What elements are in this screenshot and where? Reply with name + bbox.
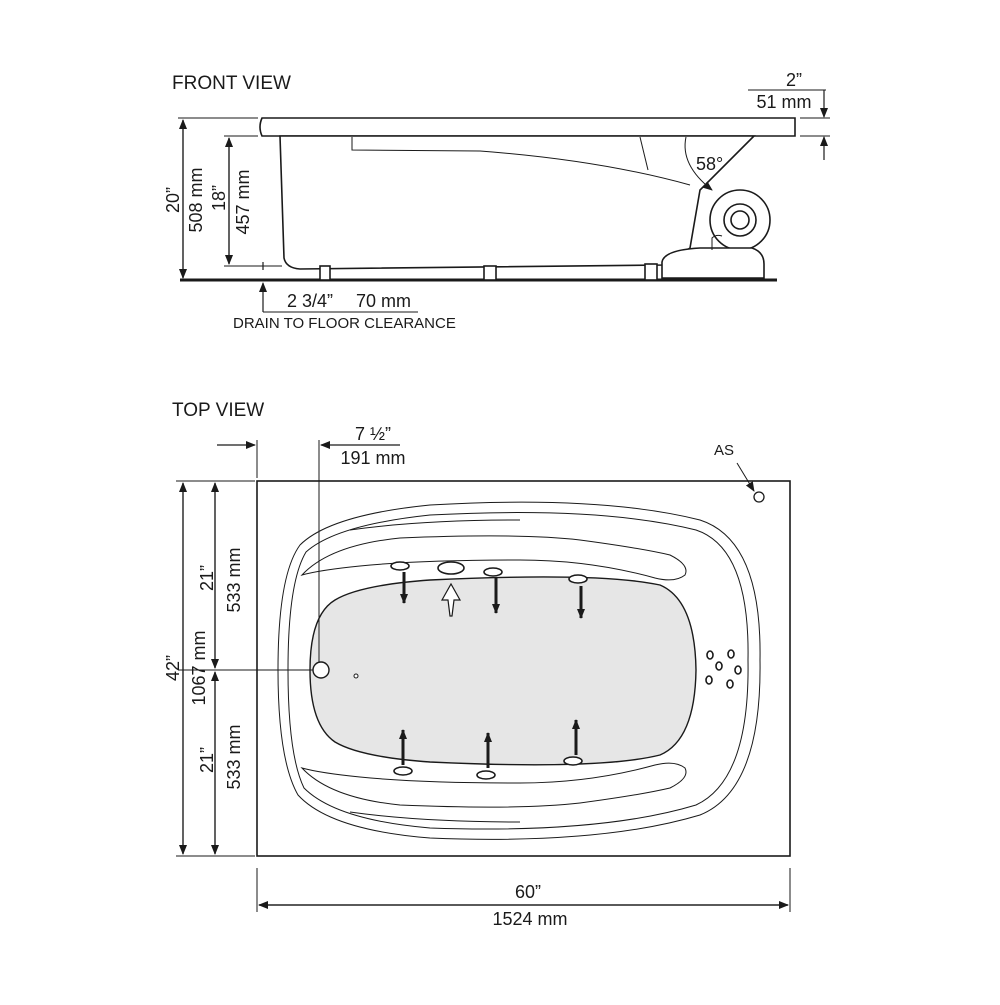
overflow-dot (353, 673, 359, 679)
tub-basin (309, 576, 697, 766)
height-metric: 508 mm (186, 167, 206, 232)
back-jet (705, 675, 713, 685)
back-jet (734, 665, 742, 675)
air-switch-leader (736, 462, 755, 492)
half-top-imperial: 21” (197, 565, 217, 591)
width-imperial: 42” (163, 655, 183, 681)
depth-imperial: 18” (209, 185, 229, 211)
angle-arc (684, 136, 713, 191)
jet (483, 567, 503, 577)
air-switch-button (753, 491, 765, 503)
tub-body (279, 135, 756, 270)
jet (390, 561, 410, 571)
drain-clearance-imperial: 2 3/4” (287, 291, 333, 311)
backrest-line (349, 811, 521, 823)
back-jet (727, 649, 735, 659)
back-jet (715, 661, 723, 671)
jet (476, 770, 496, 780)
back-jets (705, 649, 742, 689)
pump-base (661, 247, 765, 279)
tub-rim-inner (287, 512, 749, 830)
tub-rim-outer (277, 501, 761, 840)
armrest-bottom (300, 762, 687, 808)
drain-clearance-label: DRAIN TO FLOOR CLEARANCE (233, 315, 456, 332)
jets-top (390, 561, 588, 619)
drain-offset-metric: 191 mm (340, 448, 405, 468)
length-metric: 1524 mm (492, 909, 567, 929)
half-top-metric: 533 mm (224, 547, 244, 612)
tub-foot (644, 263, 658, 281)
top-view: TOP VIEW (163, 400, 791, 929)
back-jet (706, 650, 714, 660)
air-switch-label: AS (714, 442, 734, 459)
air-intake-arrow (440, 582, 462, 617)
jet (568, 574, 588, 584)
armrest-top (300, 535, 687, 581)
pump-bracket (711, 234, 723, 250)
front-view: FRONT VIEW 58° 2” 51 mm (163, 70, 830, 332)
drain-offset-imperial: 7 ½” (355, 424, 391, 444)
drain-circle (312, 661, 330, 679)
tub-foot (319, 265, 331, 281)
drain-clearance-metric: 70 mm (356, 291, 411, 311)
width-metric: 1067 mm (189, 630, 209, 705)
pump-motor-core (730, 210, 750, 230)
length-imperial: 60” (515, 882, 541, 902)
rim-metric: 51 mm (756, 92, 811, 112)
jet (563, 756, 583, 766)
half-bottom-imperial: 21” (197, 747, 217, 773)
half-bottom-metric: 533 mm (224, 724, 244, 789)
front-view-title: FRONT VIEW (172, 73, 291, 94)
tub-foot (483, 265, 497, 281)
air-intake-cap (437, 561, 465, 575)
jet (393, 766, 413, 776)
tub-inner-edge (639, 136, 649, 171)
jets-bottom (393, 719, 583, 780)
height-imperial: 20” (163, 187, 183, 213)
backrest-line (349, 519, 521, 531)
top-view-title: TOP VIEW (172, 400, 264, 421)
back-jet (726, 679, 734, 689)
tub-rim (259, 117, 796, 137)
rim-imperial: 2” (786, 70, 802, 90)
depth-metric: 457 mm (233, 169, 253, 234)
tub-inner-profile (351, 137, 691, 186)
angle-label: 58° (696, 154, 723, 174)
